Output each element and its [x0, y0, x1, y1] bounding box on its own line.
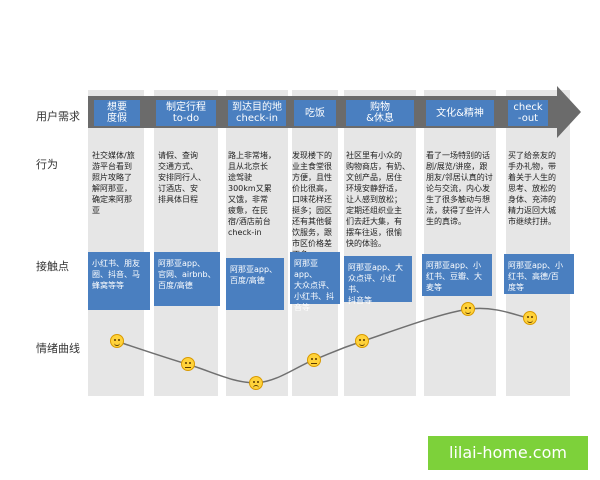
stage-column-7 [506, 90, 570, 396]
touchpoint-box-5: 阿那亚app、大 众点评、小红书、 抖音等 [344, 256, 412, 305]
emotion-curve-line [116, 307, 531, 384]
happy-face-icon [110, 334, 124, 349]
stage-label-7: check -out [508, 100, 548, 126]
row-label-behavior: 行为 [36, 158, 58, 171]
touchpoint-box-2: 阿那亚app、 官网、airbnb、 百度/高德 [154, 252, 220, 306]
stage-label-6: 文化&精神 [426, 100, 494, 126]
behavior-text-6: 看了一场特别的话 剧/展览/讲座，跟 朋友/邻居认真的讨 论与交流，内心发 生了… [426, 151, 493, 226]
behavior-text-1: 社交媒体/旅 游平台看到 照片攻略了 解阿那亚， 确定来阿那 亚 [92, 151, 135, 215]
touchpoint-box-3: 阿那亚app、 百度/高德 [226, 258, 284, 310]
row-label-needs: 用户需求 [36, 110, 80, 123]
behavior-text-7: 买了给亲友的 手办礼物，带 着关于人生的 思考、放松的 身体、充沛的 精力返回大… [508, 151, 556, 226]
row-label-emotion: 情绪曲线 [36, 342, 80, 355]
stage-label-5: 购物 &休息 [346, 100, 414, 126]
behavior-text-3: 路上非常堵， 且从北京长 途驾驶 300km又累 又饿，非常 疲惫，在民 宿/酒… [228, 151, 276, 237]
behavior-text-5: 社区里有小众的 购物商店，有奶、 文创产品，居住 环境安静舒适， 让人感到放松；… [346, 151, 410, 248]
flat-face-icon [307, 352, 321, 367]
stage-label-3: 到达目的地 check-in [228, 100, 286, 126]
stage-label-2: 制定行程 to-do [156, 100, 216, 126]
flat-face-icon [181, 357, 195, 372]
journey-arrow-head [557, 86, 581, 138]
happy-face-icon [461, 302, 475, 317]
sad-face-icon [249, 375, 263, 390]
stage-column-4 [292, 90, 338, 396]
happy-face-icon [523, 311, 537, 326]
happy-face-icon [355, 334, 369, 349]
stage-column-6 [424, 90, 496, 396]
touchpoint-box-7: 阿那亚app、小 红书、高德/百 度等 [504, 254, 574, 294]
stage-label-4: 吃饭 [294, 100, 336, 126]
touchpoint-box-6: 阿那亚app、小 红书、豆瓣、大 麦等 [422, 254, 492, 296]
stage-label-1: 想要 度假 [94, 100, 140, 126]
row-label-touchpoint: 接触点 [36, 260, 69, 273]
behavior-text-2: 请假、查询 交通方式、 安排同行人、 订酒店、安 排具体日程 [158, 151, 206, 204]
touchpoint-box-4: 阿那亚app、 大众点评、 小红书、抖 音等 [290, 252, 340, 312]
watermark-badge: lilai-home.com [428, 436, 588, 470]
touchpoint-box-1: 小红书、朋友 圈、抖音、马 蜂窝等等 [88, 252, 150, 310]
stage-column-3 [226, 90, 288, 396]
stage-column-2 [154, 90, 218, 396]
